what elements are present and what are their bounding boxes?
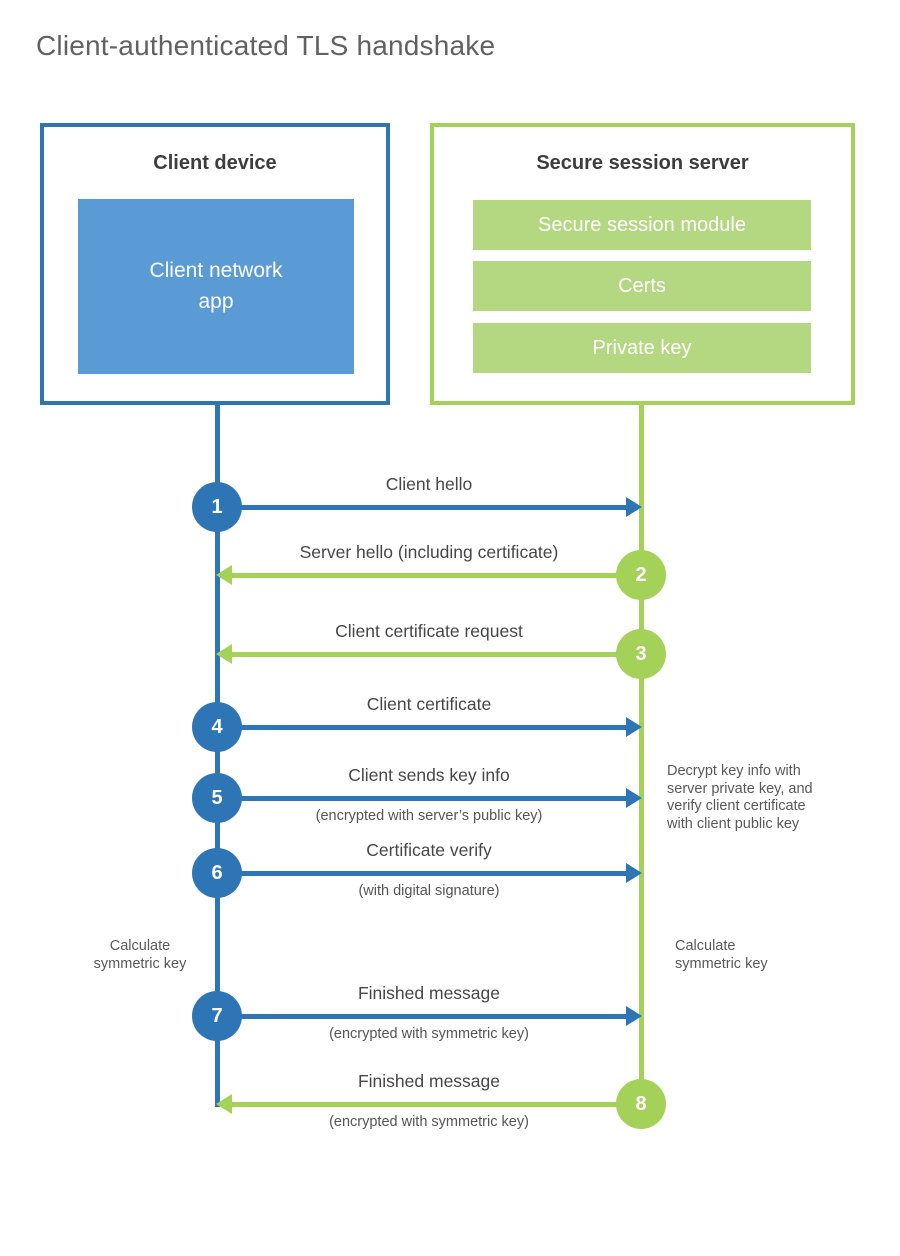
message-sublabel: (encrypted with server’s public key) [315, 808, 543, 824]
message-arrow-line [217, 1014, 627, 1019]
server-lifeline [639, 405, 644, 1108]
server-module-private-key: Private key [473, 323, 811, 373]
note-calculate-symmetric-key-client: Calculate symmetric key [93, 938, 187, 972]
message-label: Client sends key info [348, 765, 510, 785]
arrow-right-icon [626, 1006, 642, 1026]
arrow-right-icon [626, 863, 642, 883]
message-arrow-line [231, 652, 617, 657]
note-decrypt-key-info: Decrypt key info with server private key… [667, 763, 813, 832]
message-sublabel: (encrypted with symmetric key) [329, 1026, 529, 1042]
step-number: 7 [211, 1004, 223, 1027]
arrow-left-icon [216, 1094, 232, 1114]
message-label: Client certificate [366, 694, 492, 714]
client-device-box: Client device Client network app [40, 123, 390, 405]
step-number: 5 [211, 786, 223, 809]
message-label: Server hello (including certificate) [299, 542, 559, 562]
arrow-left-icon [216, 644, 232, 664]
message-arrow-line [231, 1102, 617, 1107]
message-label: Finished message [357, 983, 501, 1003]
diagram-title: Client-authenticated TLS handshake [36, 30, 496, 61]
message-arrow-line [217, 871, 627, 876]
message-arrow-line [231, 573, 617, 578]
step-number: 1 [211, 495, 223, 518]
message-label: Finished message [357, 1071, 501, 1091]
step-number: 2 [635, 563, 647, 586]
message-arrow-line [217, 505, 627, 510]
step-circle: 7 [192, 991, 242, 1041]
step-circle: 8 [616, 1079, 666, 1129]
note-calculate-symmetric-key-server: Calculate symmetric key [675, 938, 768, 972]
step-number: 8 [635, 1092, 647, 1115]
step-number: 6 [211, 861, 223, 884]
arrow-right-icon [626, 788, 642, 808]
arrow-right-icon [626, 717, 642, 737]
message-sublabel: (encrypted with symmetric key) [329, 1114, 529, 1130]
client-device-title: Client device [153, 152, 277, 174]
step-circle: 5 [192, 773, 242, 823]
client-lifeline [215, 405, 220, 1107]
server-module-secure-session: Secure session module [473, 200, 811, 250]
message-label: Certificate verify [366, 840, 492, 860]
message-label: Client hello [385, 474, 473, 494]
step-circle: 6 [192, 848, 242, 898]
step-number: 4 [211, 715, 223, 738]
step-circle: 2 [616, 550, 666, 600]
arrow-left-icon [216, 565, 232, 585]
step-number: 3 [635, 642, 647, 665]
message-arrow-line [217, 725, 627, 730]
message-label: Client certificate request [335, 621, 523, 641]
message-arrow-line [217, 796, 627, 801]
server-box: Secure session server Secure session mod… [430, 123, 855, 405]
arrow-right-icon [626, 497, 642, 517]
client-network-app-box: Client network app [78, 199, 354, 374]
step-circle: 4 [192, 702, 242, 752]
message-sublabel: (with digital signature) [358, 883, 500, 899]
server-module-certs: Certs [473, 261, 811, 311]
step-circle: 1 [192, 482, 242, 532]
server-title: Secure session server [536, 152, 749, 174]
step-circle: 3 [616, 629, 666, 679]
